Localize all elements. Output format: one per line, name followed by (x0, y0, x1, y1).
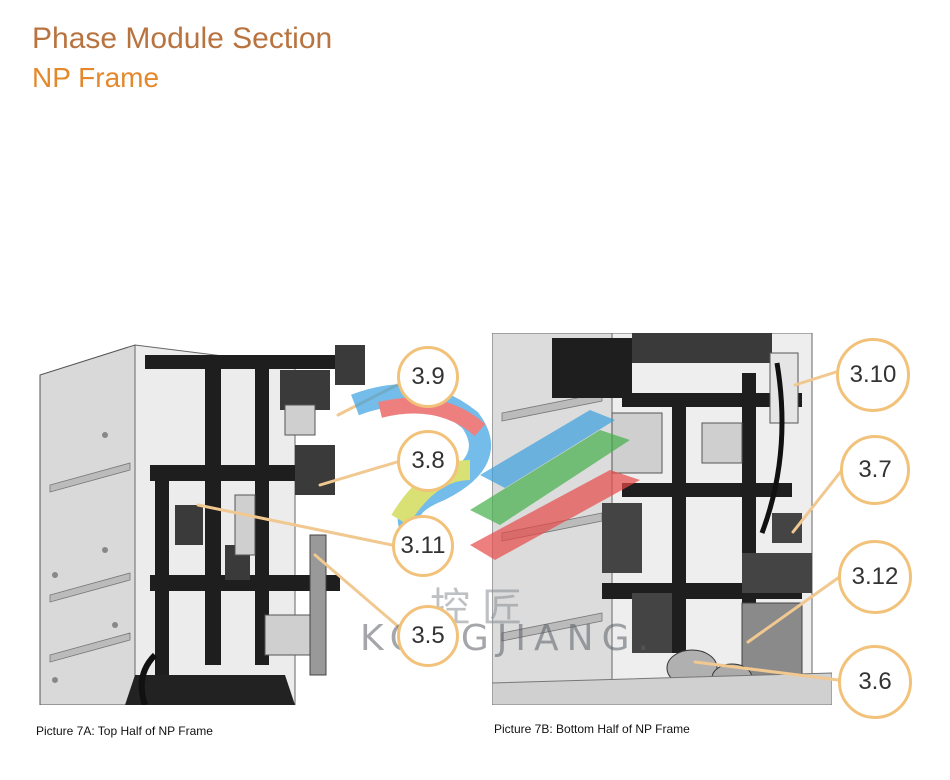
callout-3-5: 3.5 (397, 605, 459, 667)
callout-3-8: 3.8 (397, 430, 459, 492)
np-frame-top-illustration (35, 335, 380, 705)
page-title: Phase Module Section (32, 22, 333, 55)
callout-3-10: 3.10 (836, 338, 910, 412)
callout-3-11: 3.11 (392, 515, 454, 577)
callout-3-9: 3.9 (397, 346, 459, 408)
callout-3-7: 3.7 (840, 435, 910, 505)
callout-3-12: 3.12 (838, 540, 912, 614)
page-subtitle: NP Frame (32, 62, 160, 93)
caption-picture-7b: Picture 7B: Bottom Half of NP Frame (494, 722, 690, 736)
callout-3-6: 3.6 (838, 645, 912, 719)
caption-picture-7a: Picture 7A: Top Half of NP Frame (36, 724, 213, 738)
